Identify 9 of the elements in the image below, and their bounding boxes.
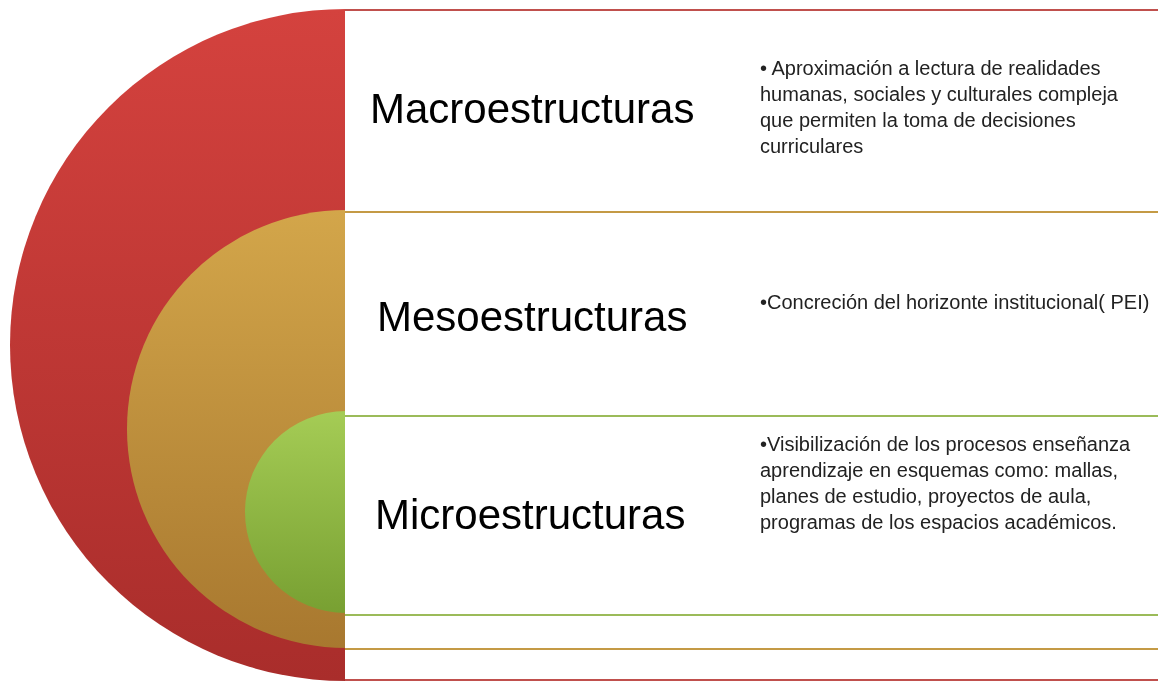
content-band: [345, 415, 1158, 616]
level-heading: Microestructuras: [375, 491, 686, 539]
description-text: • Aproximación a lectura de realidades humanas, sociales y culturales compleja que permiten la toma de decisiones curriculares: [760, 56, 1119, 159]
content-band: [345, 211, 1158, 650]
description-text: •Visibilización de los procesos enseñanza aprendizaje en esquemas como: mallas, planes de estudio, proyectos de aula, programas de los espacios académicos.: [760, 432, 1132, 535]
level-heading: Macroestructuras: [370, 85, 695, 133]
content-band: [345, 9, 1158, 681]
level-heading: Mesoestructuras: [377, 293, 688, 341]
description-text: •Concreción del horizonte institucional( PEI): [760, 290, 1150, 315]
